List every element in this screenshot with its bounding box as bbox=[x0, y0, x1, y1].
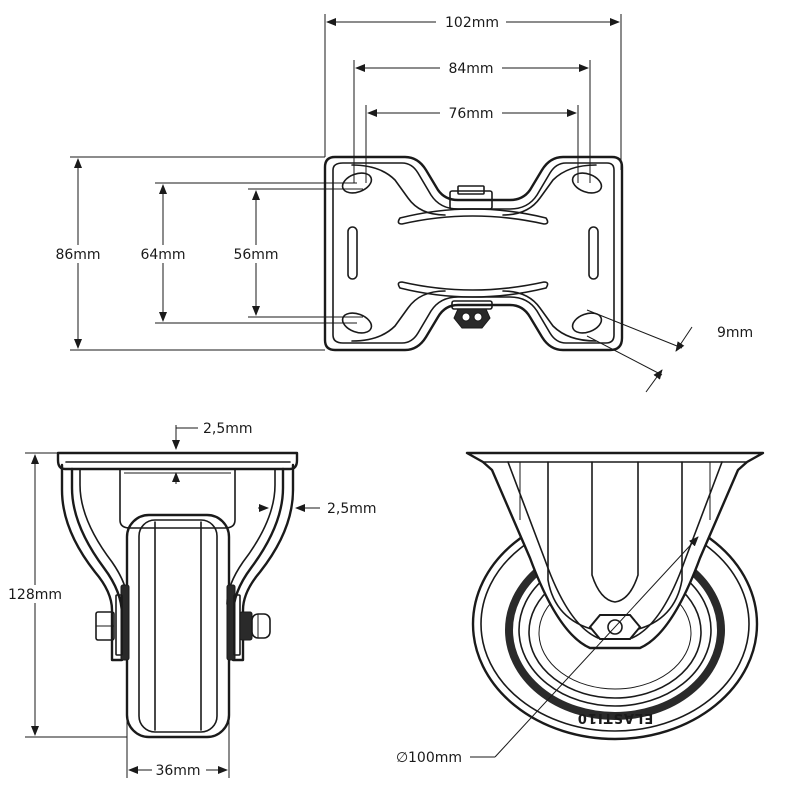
label-56mm: 56mm bbox=[233, 247, 278, 263]
front-view: 2,5mm 2,5mm 128mm 36mm bbox=[5, 421, 377, 779]
dim-outer-hole-spacing: 84mm bbox=[353, 59, 591, 183]
front-axle-nut-left bbox=[95, 611, 115, 641]
dim-wheel-diameter: ∅ 100mm bbox=[396, 536, 699, 766]
label-100mm: 100mm bbox=[408, 750, 462, 766]
front-wheel bbox=[115, 513, 241, 739]
label-128mm: 128mm bbox=[8, 587, 62, 603]
dim-overall-length: 86mm bbox=[50, 156, 325, 351]
side-view: ELASTI10 ∅ 100mm bbox=[396, 451, 765, 766]
label-86mm: 86mm bbox=[55, 247, 100, 263]
dim-total-height: 128mm bbox=[5, 452, 127, 738]
mounting-hole-bottom-right bbox=[571, 312, 603, 334]
mounting-hole-top-right bbox=[571, 172, 603, 194]
dim-plate-thickness: 2,5mm bbox=[172, 421, 253, 484]
label-9mm: 9mm bbox=[717, 325, 753, 341]
front-fork bbox=[60, 463, 295, 662]
label-fork-2-5mm: 2,5mm bbox=[327, 501, 377, 517]
label-76mm: 76mm bbox=[448, 106, 493, 122]
brand-text: ELASTI10 bbox=[577, 710, 653, 725]
dim-overall-width: 102mm bbox=[324, 13, 622, 170]
stiffening-slots bbox=[347, 208, 599, 298]
dim-inner-hole-length: 56mm bbox=[228, 188, 363, 318]
dim-fork-thickness: 2,5mm bbox=[258, 501, 377, 517]
label-64mm: 64mm bbox=[140, 247, 185, 263]
label-plate-2-5mm: 2,5mm bbox=[203, 421, 253, 437]
label-102mm: 102mm bbox=[445, 15, 499, 31]
axle-nut-top bbox=[449, 185, 493, 210]
mounting-hole-bottom-left bbox=[341, 312, 373, 334]
top-view: 102mm 84mm 76mm 86mm bbox=[50, 13, 753, 393]
dim-wheel-width: 36mm bbox=[126, 720, 230, 779]
front-top-plate bbox=[56, 451, 299, 471]
axle-nut-bottom bbox=[451, 300, 493, 329]
dim-inner-hole-spacing: 76mm bbox=[365, 104, 579, 183]
label-84mm: 84mm bbox=[448, 61, 493, 77]
front-axle-nut-right bbox=[239, 611, 271, 641]
label-36mm: 36mm bbox=[155, 763, 200, 779]
dim-slot-width: 9mm bbox=[586, 309, 753, 393]
dim-outer-hole-length: 64mm bbox=[135, 182, 357, 324]
diameter-symbol: ∅ bbox=[396, 750, 408, 766]
